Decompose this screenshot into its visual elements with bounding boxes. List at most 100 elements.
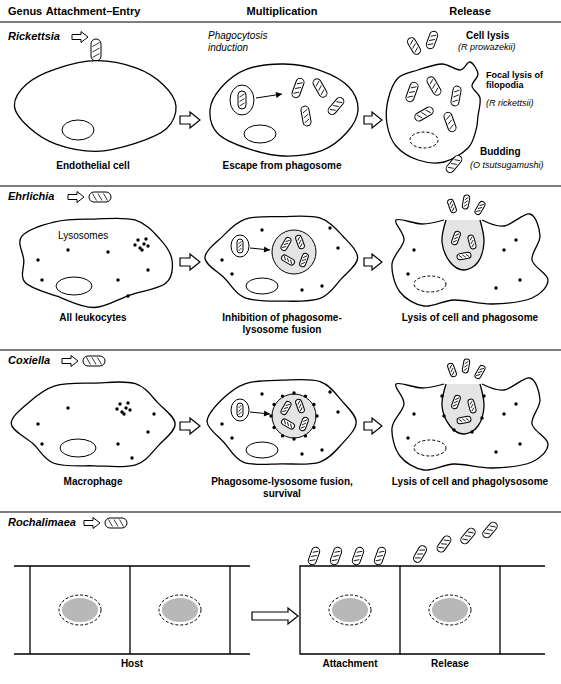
bacterium-stripe: [293, 81, 302, 95]
bacterium: [443, 111, 457, 133]
bacterium-body: [280, 236, 292, 251]
bacterium-body: [447, 198, 457, 213]
bacterium-body: [300, 105, 311, 126]
bacterium-body: [457, 252, 472, 260]
lysosome: [40, 442, 43, 445]
lysosome: [412, 412, 415, 415]
cell-drawing: [384, 364, 556, 490]
lysosome: [452, 428, 455, 431]
lysosome: [502, 248, 505, 251]
bacterium-stripe: [453, 233, 459, 243]
lysosome: [406, 436, 409, 439]
bacterium-body: [462, 359, 470, 374]
bacterium: [412, 544, 428, 564]
bacterium-body: [459, 527, 477, 546]
cell-outline: [14, 61, 176, 152]
nucleus: [432, 598, 468, 622]
stage-arrow: [180, 112, 200, 128]
lysosome: [328, 390, 331, 393]
cell-drawing: [14, 536, 250, 672]
genus-name: Ehrlichia: [8, 190, 54, 203]
bacterium-body: [474, 200, 486, 215]
bacterium: [312, 77, 329, 98]
bacterium-body: [412, 544, 428, 564]
phagosome: [231, 235, 249, 257]
lysosome: [126, 401, 129, 404]
phagosome: [230, 85, 254, 115]
cell-label: Lysis of cell and phagolysosome: [384, 476, 556, 488]
cell-drawing: [8, 364, 178, 490]
lysosome: [66, 406, 69, 409]
host-cell: [400, 566, 500, 654]
bacterium-stripe: [449, 201, 455, 211]
bacterium-body: [451, 394, 461, 409]
bacterium: [280, 418, 295, 430]
bacterium: [481, 521, 499, 540]
cell-figure: Macrophage: [8, 364, 178, 490]
column-header: Release: [449, 5, 491, 18]
bacterium-stripe: [453, 397, 459, 407]
lysosome: [146, 430, 149, 433]
bacterium-stripe: [464, 361, 469, 371]
nucleus: [56, 277, 92, 295]
column-header: Multiplication: [247, 5, 318, 18]
cell-outline: [20, 218, 173, 307]
bacterium: [425, 30, 439, 50]
vacuole: [442, 220, 484, 270]
cell-outline: [210, 64, 358, 156]
nuclear-envelope: [429, 595, 471, 625]
bacterium: [451, 394, 461, 409]
column-header: Genus: [8, 5, 42, 18]
bacterium-body: [467, 234, 476, 249]
bacterium-stripe: [301, 419, 307, 429]
bacterium-body: [299, 416, 309, 431]
cell-outline: [205, 216, 358, 301]
cell-label: Host: [14, 658, 250, 670]
bacterium-stripe: [297, 401, 303, 411]
bacterium: [445, 154, 464, 174]
host-cell: [300, 566, 400, 654]
bacterium-body: [91, 39, 101, 61]
cell-figure: Release: [400, 536, 500, 672]
bacterium-body: [425, 30, 439, 50]
bacterium: [91, 39, 101, 61]
cell-label: Release: [400, 658, 500, 670]
bacterium: [280, 236, 292, 251]
lysosome: [36, 258, 39, 261]
bacterium-body: [351, 546, 365, 566]
cell-label: Lysis of cell and phagosome: [384, 312, 556, 324]
rule-line: [0, 185, 561, 186]
lysosome: [140, 248, 143, 251]
nucleus: [62, 598, 98, 622]
lysosome: [518, 442, 521, 445]
lysosome: [116, 442, 119, 445]
nucleus: [62, 120, 94, 140]
cell-outline: [392, 214, 548, 306]
bacterium-stripe: [376, 550, 385, 563]
bacterium: [280, 254, 295, 266]
genus-name: Rochalimaea: [8, 516, 76, 529]
lysosome: [230, 272, 233, 275]
lysosome: [142, 242, 145, 245]
bacterium-stripe: [476, 367, 484, 377]
nucleus: [410, 132, 438, 148]
cell-outline: [386, 62, 480, 163]
cell-label: All leukocytes: [8, 312, 178, 324]
lysosome: [292, 391, 295, 394]
bacterium-body: [426, 75, 443, 96]
bacterium-body: [291, 77, 305, 99]
bacterium: [299, 416, 309, 431]
bacterium: [329, 546, 343, 566]
lysosome: [260, 392, 263, 395]
bacterium: [447, 362, 457, 377]
bacterium-body: [237, 403, 243, 417]
nucleus: [414, 440, 446, 456]
nucleus: [332, 598, 368, 622]
bacterium: [291, 77, 305, 99]
bacterium-stripe: [109, 520, 124, 527]
bacterium-stripe: [449, 365, 455, 375]
bacterium-stripe: [464, 197, 469, 207]
lysosome: [482, 394, 485, 397]
lysosome: [502, 412, 505, 415]
lysosome: [116, 278, 119, 281]
